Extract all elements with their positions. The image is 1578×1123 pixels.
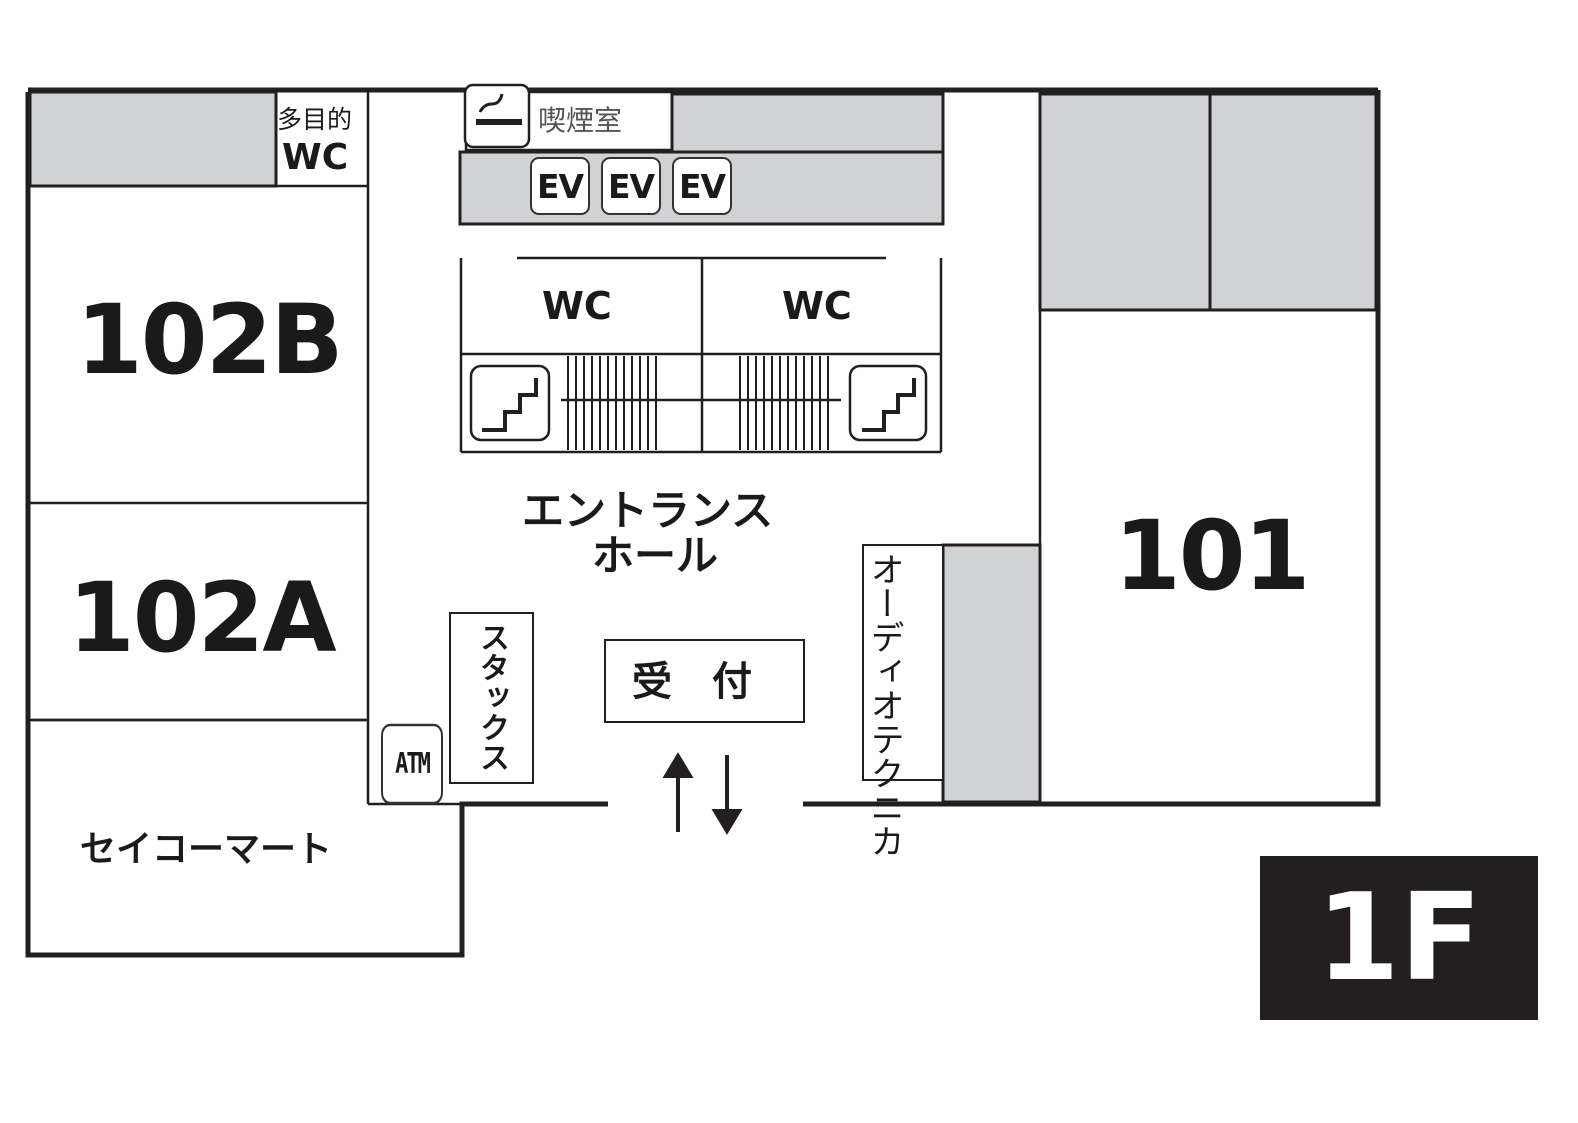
inner-partitions [28,90,1378,806]
smoking-room-label: 喫煙室 [538,104,623,137]
multipurpose-wc-top-label: 多目的 [277,105,353,134]
wall-right-block [803,90,1381,807]
audio-technica-label: オーディオテクニカ [864,552,904,858]
entrance-hall-line1: エントランス [522,486,774,535]
stacks-label: スタックス [474,622,509,772]
stairs-icon-left [469,364,551,442]
room-101-label: 101 [1114,500,1310,612]
label-boxes [449,544,944,784]
atm-icon: ATM [381,723,443,805]
floor-badge: 1F [1260,856,1538,1020]
elevator-2: EV [601,157,661,215]
stairs-icon-right [848,364,928,442]
wc-left-label: WC [542,284,612,328]
elevator-3: EV [672,157,732,215]
audio-technica-box [862,544,944,781]
outer-walls [25,87,1381,958]
grey-area-top-left [28,90,278,188]
multipurpose-wc-bottom-label: WC [282,137,349,178]
reception-label: 受 付 [632,659,752,705]
seicomart-label: セイコーマート [80,829,333,870]
grey-area-right-2 [1208,92,1378,312]
grey-area-right-1 [1038,92,1212,312]
wall-left-block [25,92,608,958]
stair-treads [567,356,829,450]
grey-area-right-lower [941,543,1042,804]
room-102b-label: 102B [76,284,344,396]
elevator-1: EV [530,157,590,215]
reception-box [604,639,805,723]
entrance-hall-line2: ホール [592,531,719,580]
room-102a-label: 102A [68,562,337,674]
wc-right-label: WC [782,284,852,328]
entrance-arrows-icon [662,752,743,835]
stacks-box [449,612,534,784]
smoking-icon [463,83,531,149]
grey-area-top-center [670,92,945,154]
